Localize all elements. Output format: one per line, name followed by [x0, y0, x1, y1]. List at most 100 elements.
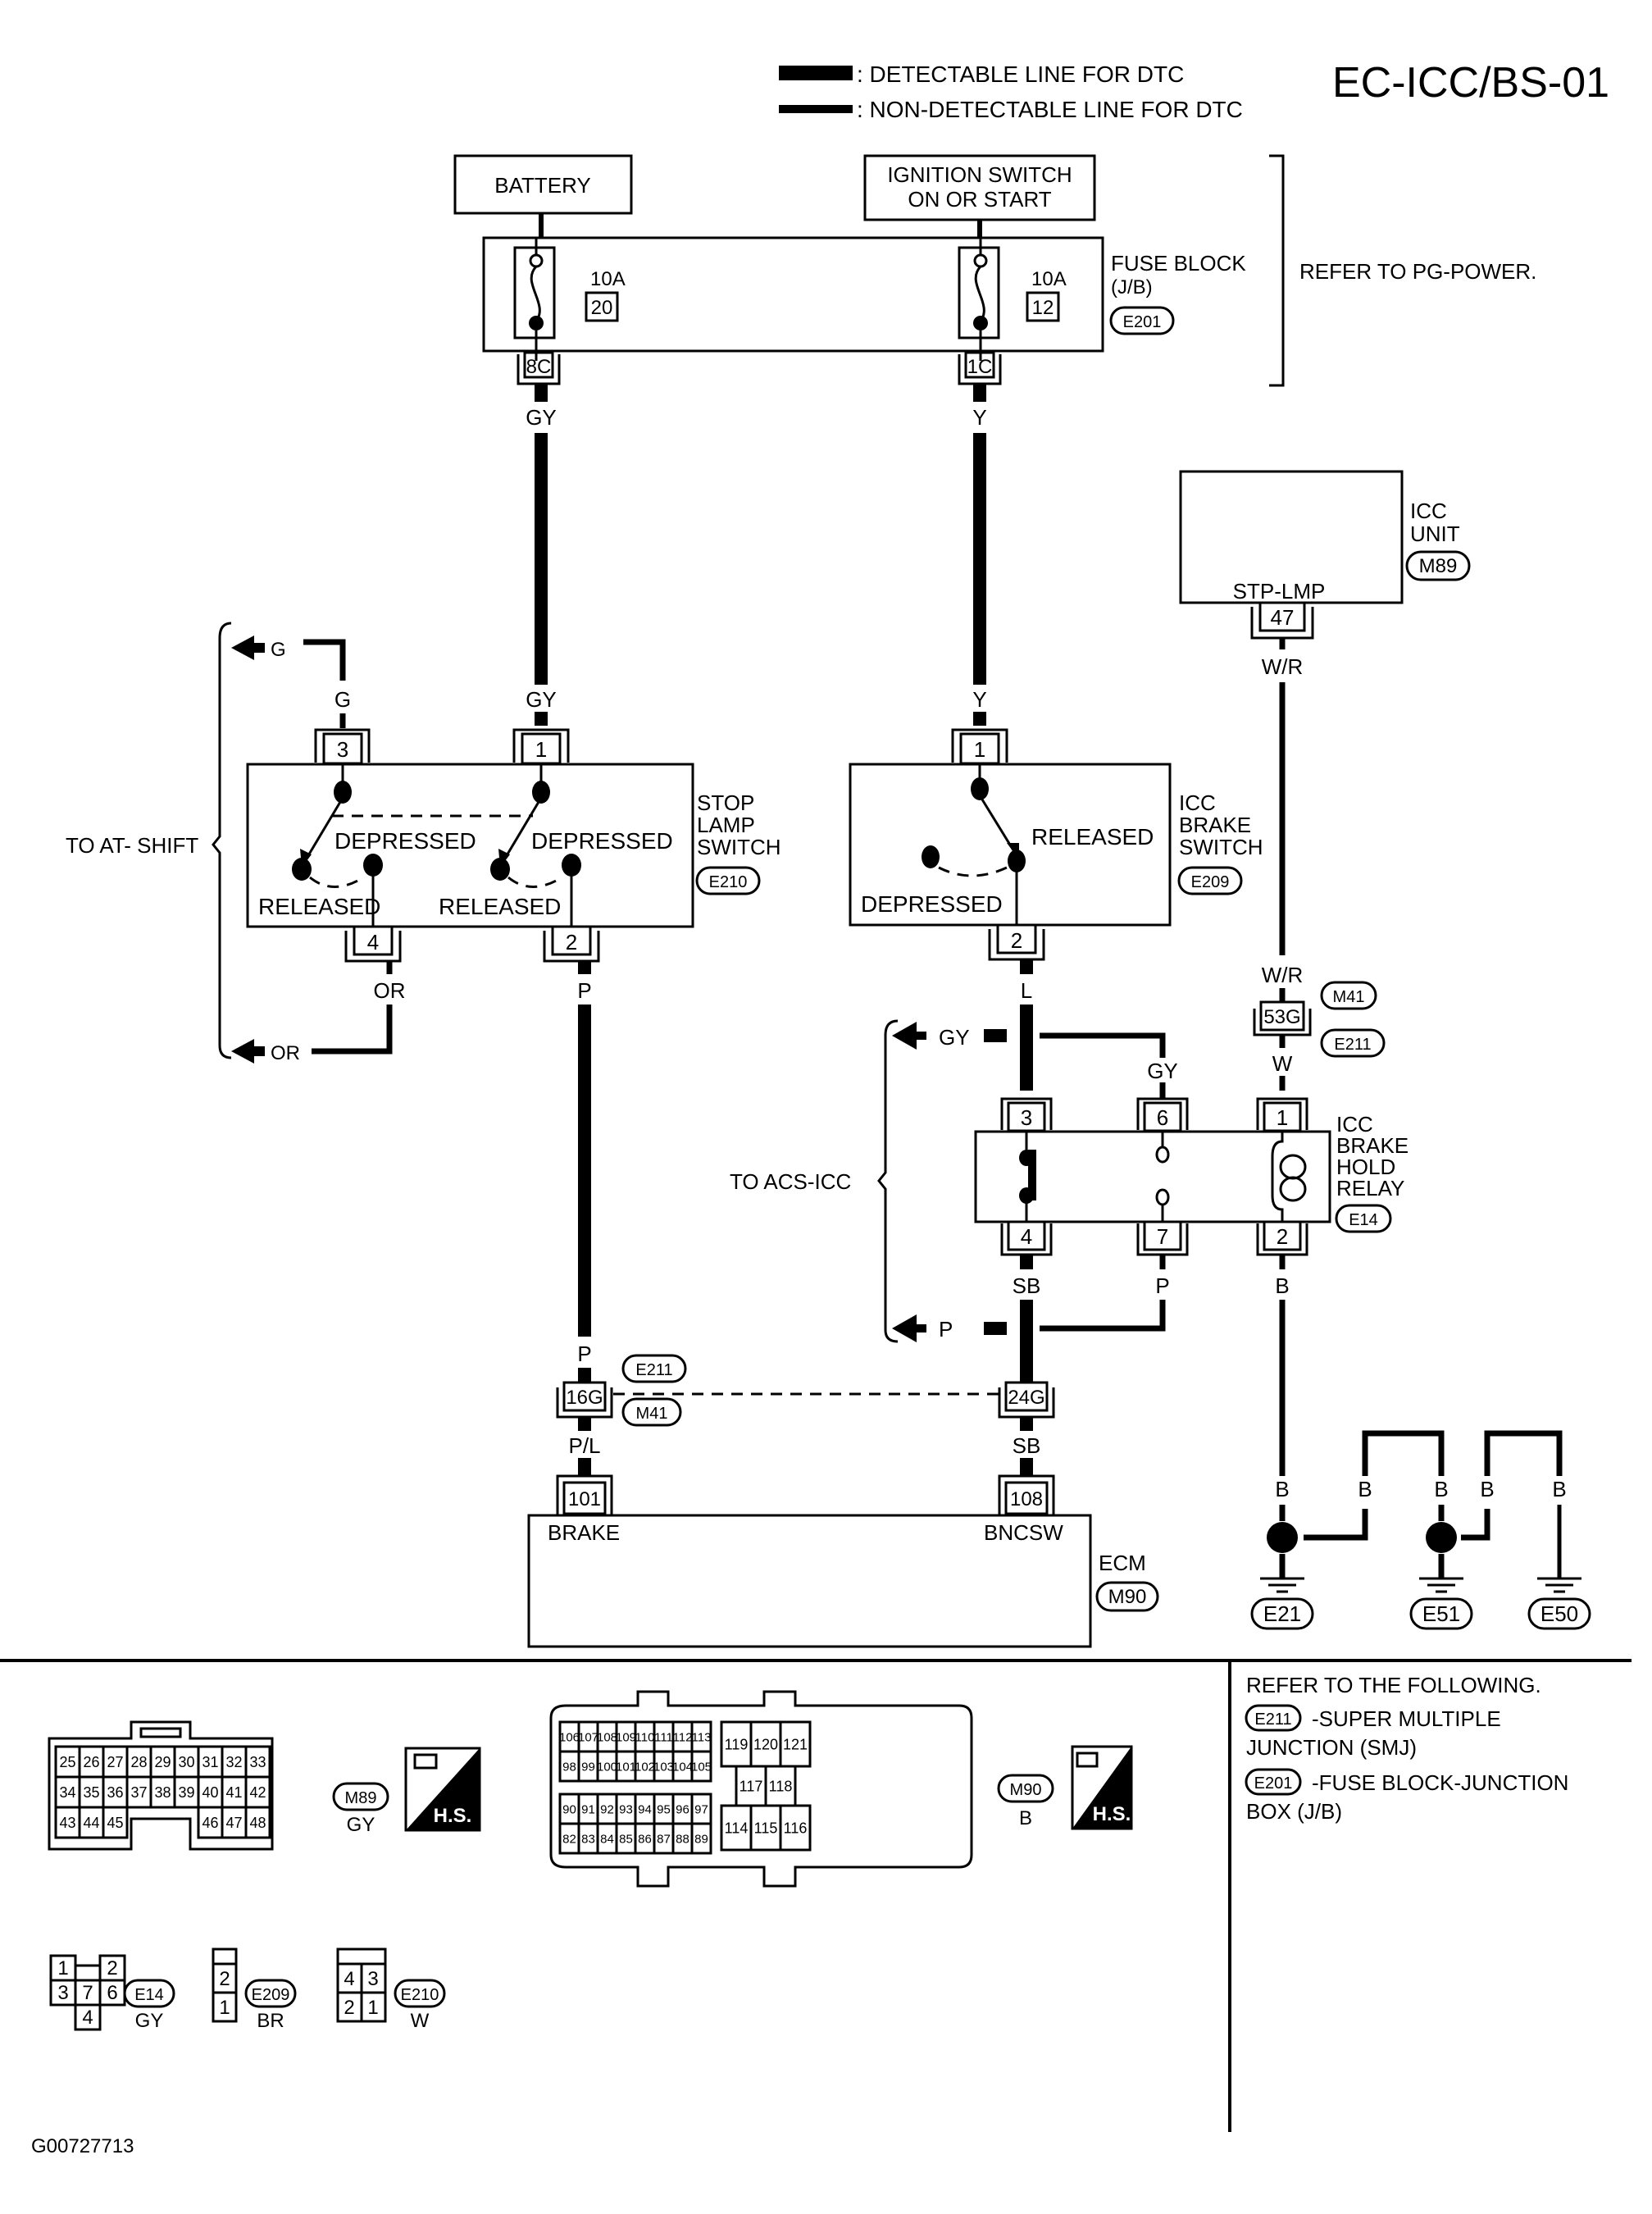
pin-label: 1 [57, 1957, 68, 1979]
icc-unit-label-1: ICC [1410, 499, 1447, 523]
connector-m90-id: M90 [1010, 1781, 1042, 1799]
refer-bracket [1269, 154, 1285, 387]
terminal-3-label: 3 [337, 737, 348, 762]
wire-label-p-relay: P [1155, 1273, 1169, 1298]
ground-badge-e50-text: E50 [1541, 1601, 1578, 1626]
terminal-4-label: 4 [367, 930, 379, 954]
icc-unit-label-2: UNIT [1410, 522, 1460, 546]
ref-badge-e201 [1245, 1768, 1302, 1796]
pin-label: 2 [107, 1957, 117, 1979]
pin-label: 85 [619, 1832, 633, 1846]
refer-heading: REFER TO THE FOLLOWING. [1246, 1673, 1541, 1697]
arrow-left-icon [231, 636, 254, 660]
wire-label-wr-top: W/R [1262, 654, 1304, 679]
wire-label-sb: SB [1013, 1273, 1041, 1298]
terminal-relay-6: 6 [1136, 1097, 1189, 1132]
pin-label: 115 [754, 1820, 778, 1836]
terminal-relay-2: 2 [1256, 1220, 1308, 1256]
connector-face-e210: 4 3 2 1 [336, 1947, 387, 2023]
state-depressed-2: DEPRESSED [531, 828, 673, 854]
connector-badge-e211-joint-text: E211 [635, 1361, 672, 1379]
ref-badge-e201-text: E201 [1254, 1774, 1293, 1793]
terminal-relay-7: 7 [1136, 1220, 1189, 1256]
arrow-label-g: G [271, 639, 286, 661]
relay-internals [1019, 1132, 1307, 1222]
terminal-slsw-2: 2 [543, 925, 600, 963]
wire-p-relay [1040, 1300, 1166, 1332]
wire-label-g: G [334, 687, 351, 712]
pin-label: 42 [249, 1784, 266, 1801]
terminal-relay-4: 4 [1000, 1220, 1053, 1256]
ground-splice-e21 [1267, 1522, 1298, 1553]
wire-label-p-lower: P [577, 1342, 591, 1366]
pin-label: 41 [225, 1784, 242, 1801]
pin-label: 113 [692, 1730, 712, 1744]
ground-badge-e21 [1250, 1597, 1314, 1630]
fuse-block-label: FUSE BLOCK [1111, 251, 1246, 276]
arrow-shaft [913, 1032, 926, 1040]
ground-symbol-icon [1260, 1577, 1304, 1593]
pin-label: 91 [581, 1802, 595, 1816]
fuse-block-label-2: (J/B) [1111, 276, 1153, 298]
pin-label: 120 [753, 1736, 778, 1752]
connector-badge-m89-text: M89 [1419, 555, 1458, 577]
terminal-16g-label: 16G [566, 1387, 603, 1409]
pin-label: 106 [559, 1730, 580, 1744]
pin-label: 102 [635, 1760, 655, 1774]
terminal-2-label: 2 [1011, 928, 1022, 953]
hs-badge-text: H.S. [434, 1805, 472, 1827]
pin-label: 99 [581, 1760, 595, 1774]
wire-label-sb-lower: SB [1013, 1433, 1041, 1458]
hs-badge-icon: H.S. [1071, 1745, 1133, 1830]
connector-e209-id: E209 [252, 1986, 290, 2004]
terminal-8c: 8C [517, 351, 561, 385]
pin-label: 40 [202, 1784, 218, 1801]
pin-label: 37 [130, 1784, 147, 1801]
ref-badge-e211-text: E211 [1254, 1711, 1291, 1729]
pin-label: 107 [578, 1730, 598, 1744]
brake-switch-contacts [922, 764, 1026, 925]
terminal-bsw-1: 1 [951, 728, 1008, 765]
wire-label-wr-lower: W/R [1262, 963, 1304, 987]
wire-label-l: L [1021, 978, 1032, 1003]
terminal-2-label: 2 [566, 930, 577, 954]
arrow-left-icon [231, 1039, 254, 1064]
connector-badge-e14-face [123, 1979, 175, 2008]
legend-non-detectable-text: : NON-DETECTABLE LINE FOR DTC [857, 97, 1243, 122]
connector-badge-m89 [1405, 550, 1471, 581]
stop-lamp-switch-label-2: LAMP [697, 813, 755, 837]
pin-label: 36 [107, 1784, 123, 1801]
terminal-1-label: 1 [1277, 1105, 1288, 1130]
pin-label: 3 [57, 1982, 68, 2004]
ground-badge-e21-text: E21 [1263, 1601, 1301, 1626]
state-released-2: RELEASED [439, 894, 561, 919]
legend-detectable-swatch [779, 66, 853, 80]
connector-badge-e14 [1335, 1204, 1392, 1233]
wire-label-y-top: Y [972, 405, 986, 430]
connector-m90-color: B [1019, 1807, 1032, 1829]
wire-label-b-4: B [1480, 1477, 1494, 1501]
connector-e14-id: E14 [134, 1986, 164, 2004]
pin-label: 83 [581, 1832, 595, 1846]
pin-cell [779, 1804, 812, 1852]
pin-label: 3 [367, 1968, 378, 1990]
pin-label: 90 [562, 1802, 576, 1816]
ref-e211-line2: JUNCTION (SMJ) [1246, 1735, 1417, 1760]
pin-label: 6 [107, 1982, 117, 2004]
wire-label-pl: P/L [568, 1433, 600, 1458]
terminal-16g: 16G [556, 1381, 613, 1419]
wire-label-or: OR [374, 978, 406, 1003]
pin-label: 47 [225, 1815, 242, 1831]
refer-pg-power: REFER TO PG-POWER. [1299, 259, 1536, 284]
ground-badge-e51 [1409, 1597, 1473, 1630]
ref-badge-e211 [1245, 1704, 1302, 1732]
wire-label-gy-top: GY [526, 405, 557, 430]
legend: : DETECTABLE LINE FOR DTC : NON-DETECTAB… [779, 61, 1243, 122]
pin-label: 7 [82, 1982, 93, 2004]
terminal-47-label: 47 [1271, 605, 1295, 630]
connector-face-e209: 2 1 [212, 1947, 238, 2023]
pin-label: 93 [619, 1802, 633, 1816]
state-released-1: RELEASED [258, 894, 380, 919]
connector-badge-e211-joint [621, 1354, 687, 1383]
terminal-47: 47 [1250, 601, 1314, 640]
